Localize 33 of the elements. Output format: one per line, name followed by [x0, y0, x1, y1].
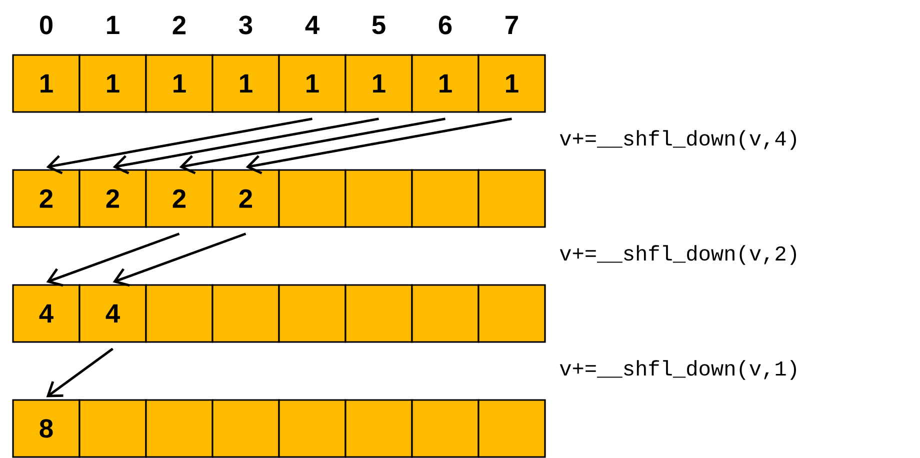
- column-index: 0: [40, 16, 52, 34]
- column-index: 5: [372, 16, 386, 34]
- column-index: 7: [506, 16, 518, 34]
- number-cell: 2: [212, 169, 280, 228]
- number-cell: 2: [12, 169, 80, 228]
- arrow: [246, 118, 512, 174]
- number-cell: 1: [145, 54, 214, 113]
- column-index: 3: [239, 16, 252, 34]
- number-cell: 1: [478, 54, 546, 113]
- number-cell: 8: [12, 399, 80, 458]
- column-index: 4: [305, 16, 320, 34]
- code-label: v+=__shfl_down(v,2): [560, 245, 796, 265]
- arrow: [46, 118, 312, 174]
- arrow: [112, 118, 379, 174]
- column-index: 6: [438, 16, 452, 34]
- number-cell: 4: [78, 284, 147, 343]
- arrow: [46, 232, 180, 287]
- code-label: v+=__shfl_down(v,4): [560, 130, 796, 150]
- number-cell: 2: [145, 169, 214, 228]
- number-cell: 1: [411, 54, 480, 113]
- number-cell: 1: [78, 54, 147, 113]
- number-cell: 1: [12, 54, 80, 113]
- number-cell: 4: [12, 284, 80, 343]
- code-label: v+=__shfl_down(v,1): [560, 360, 796, 380]
- number-cell: 2: [78, 169, 147, 228]
- arrow: [112, 232, 246, 287]
- number-cell: 1: [344, 54, 413, 113]
- number-cell: 1: [278, 54, 346, 113]
- arrow: [179, 118, 446, 174]
- column-index: 1: [107, 16, 120, 34]
- number-cell: 1: [212, 54, 280, 113]
- column-index: 2: [172, 16, 186, 34]
- arrow: [46, 348, 114, 398]
